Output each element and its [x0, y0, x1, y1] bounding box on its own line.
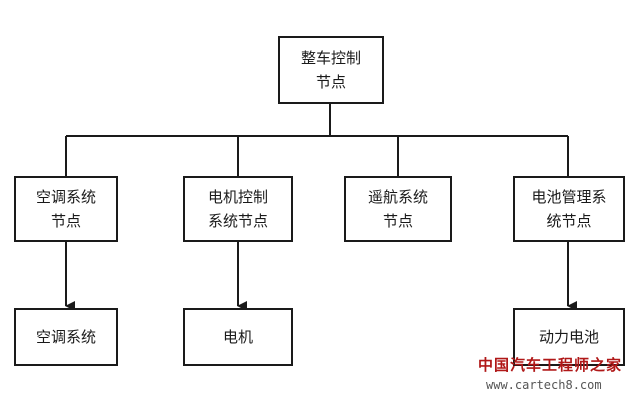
ac-system-box: 空调系统 [14, 308, 118, 366]
watermark: 中国汽车工程师之家 www.cartech8.com [478, 354, 634, 394]
navigation-system-node-label: 遥航系统 节点 [367, 188, 428, 230]
power-battery-box: 动力电池 [513, 308, 625, 366]
ac-system-node: 空调系统 节点 [14, 176, 118, 242]
motor-control-node: 电机控制 系统节点 [183, 176, 293, 242]
ac-system-box-label: 空调系统 [35, 328, 96, 346]
motor-box: 电机 [183, 308, 293, 366]
ac-system-node-label: 空调系统 节点 [35, 188, 96, 230]
power-battery-box-label: 动力电池 [538, 328, 599, 346]
motor-box-label: 电机 [222, 328, 253, 346]
navigation-system-node: 遥航系统 节点 [344, 176, 452, 242]
vehicle-control-node-label: 整车控制 节点 [300, 49, 361, 91]
battery-management-node: 电池管理系 统节点 [513, 176, 625, 242]
watermark-url: www.cartech8.com [486, 378, 602, 392]
vehicle-control-node: 整车控制 节点 [278, 36, 384, 104]
motor-control-node-label: 电机控制 系统节点 [207, 188, 268, 230]
battery-management-node-label: 电池管理系 统节点 [531, 188, 607, 230]
watermark-cn: 中国汽车工程师之家 [478, 356, 623, 374]
